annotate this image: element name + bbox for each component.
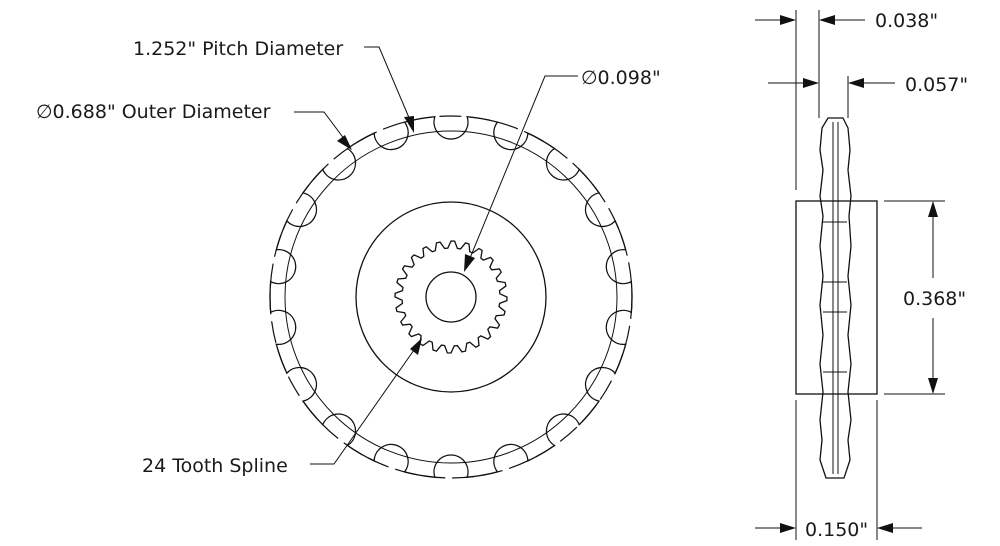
bore-label: ∅0.098" [581, 67, 661, 89]
dimension-0150: 0.150" [755, 519, 922, 541]
dim-0038-label: 0.038" [875, 10, 938, 32]
dimension-0057: 0.057" [768, 74, 968, 96]
spline-outline [394, 240, 508, 354]
bore-callout: ∅0.098" [464, 67, 661, 272]
pitch-diameter-callout: 1.252" Pitch Diameter [133, 38, 414, 133]
side-sprocket-profile [819, 117, 852, 479]
spline-callout: 24 Tooth Spline [142, 338, 422, 477]
sprocket-outline [269, 115, 633, 479]
sprocket-rim [269, 115, 633, 479]
outer-diameter-callout: ∅0.688" Outer Diameter [36, 101, 352, 150]
outer-diameter-label: ∅0.688" Outer Diameter [36, 101, 271, 123]
dimension-0368: 0.368" [903, 201, 966, 394]
front-view [269, 115, 633, 479]
dim-0150-label: 0.150" [805, 519, 868, 541]
pitch-diameter-label: 1.252" Pitch Diameter [133, 38, 343, 60]
spline-label: 24 Tooth Spline [142, 455, 288, 477]
hub-circle [355, 201, 547, 393]
pitch-circle [269, 115, 633, 479]
side-hub [795, 200, 878, 395]
dim-0057-label: 0.057" [905, 74, 968, 96]
dim-0368-label: 0.368" [903, 288, 966, 310]
root-circle [284, 130, 618, 464]
side-view [795, 117, 878, 479]
bore-circle [425, 271, 477, 323]
dimension-0038: 0.038" [755, 10, 938, 32]
